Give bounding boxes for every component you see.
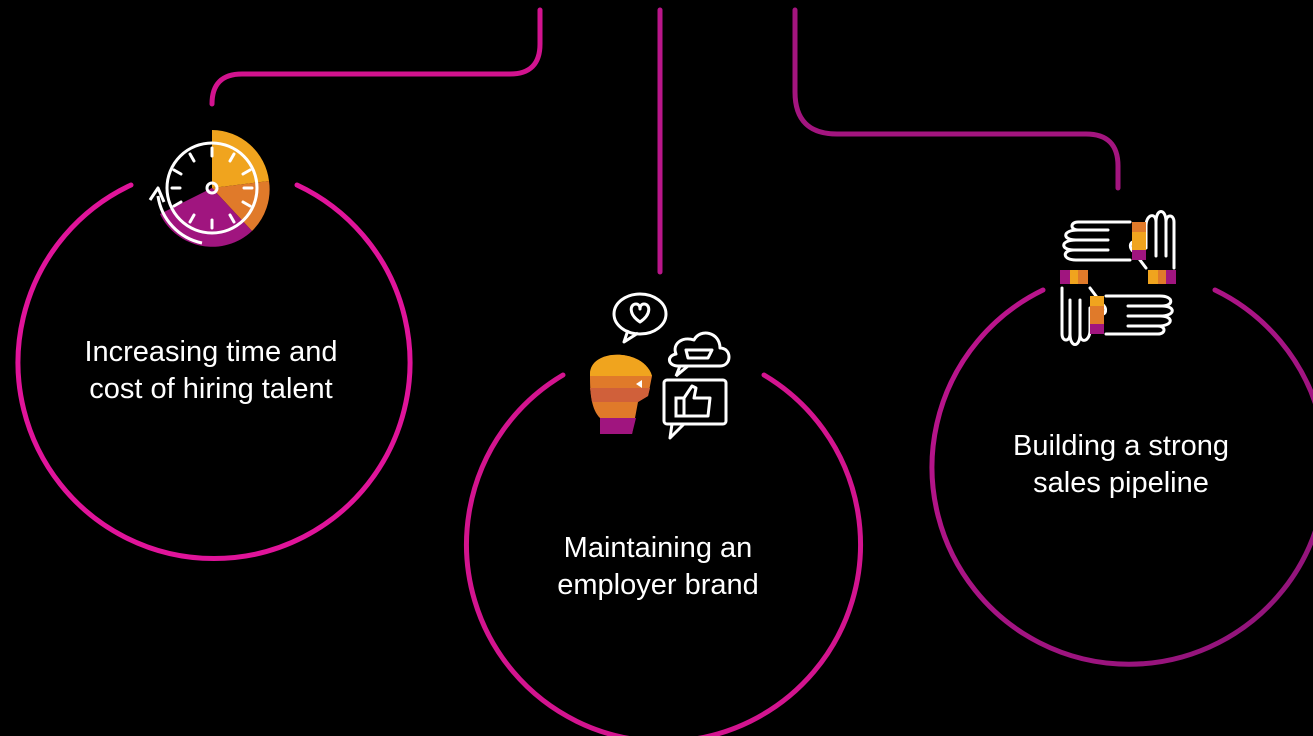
- node-label-sales-pipeline: Building a strong sales pipeline: [916, 428, 1313, 502]
- circle-node-1: [15, 182, 413, 561]
- node-label-hiring-cost: Increasing time and cost of hiring talen…: [0, 334, 422, 408]
- node-label-line: sales pipeline: [1033, 467, 1209, 499]
- node-label-line: Building a strong: [1012, 430, 1230, 462]
- clock-icon: [148, 130, 270, 247]
- circle-node-3: [929, 287, 1313, 667]
- linked-hands-icon: [1060, 210, 1176, 346]
- node-label-line: employer brand: [557, 569, 759, 601]
- circle-node-2: [464, 372, 863, 736]
- connector-left: [209, 7, 543, 107]
- node-label-line: Increasing time and: [84, 336, 338, 368]
- node-label-line: Maintaining an: [563, 532, 753, 564]
- connector-right: [792, 7, 1121, 191]
- node-label-line: cost of hiring talent: [89, 373, 333, 405]
- brand-reputation-icon: [590, 292, 731, 440]
- node-label-employer-brand: Maintaining an employer brand: [455, 530, 861, 604]
